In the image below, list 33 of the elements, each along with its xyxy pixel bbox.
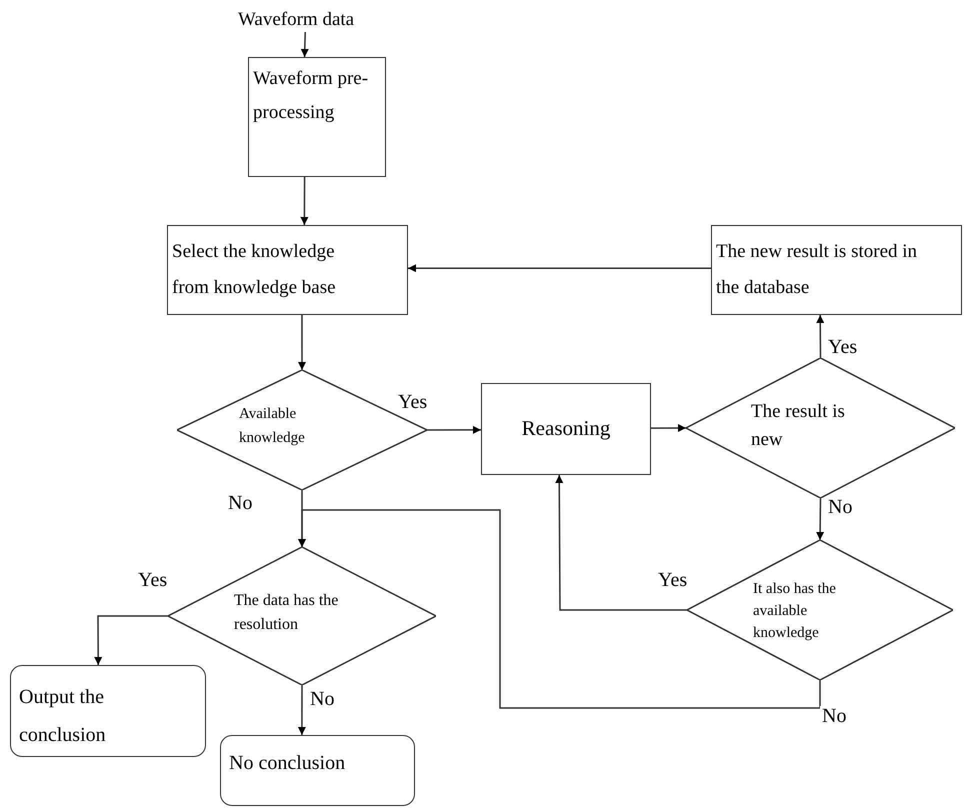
- decision-diamond: [177, 370, 427, 490]
- node-text: Output the conclusion: [19, 685, 107, 748]
- process-box: [248, 57, 386, 177]
- arrow: [427, 426, 481, 434]
- node-text: Select the knowledge from knowledge base: [172, 240, 337, 300]
- arrow: [555, 475, 687, 611]
- terminal-box: [10, 665, 206, 757]
- arrow: [300, 32, 309, 58]
- arrow: [300, 177, 308, 225]
- process-box: [167, 225, 408, 315]
- process-box: [711, 225, 962, 315]
- decision-diamond: [686, 358, 955, 498]
- node-text: The new result is stored in the database: [716, 240, 918, 300]
- node-text: The result is new: [751, 400, 846, 452]
- decision-diamond: [168, 547, 436, 685]
- node-text: The data has the resolution: [234, 591, 340, 635]
- process-box: [481, 383, 651, 475]
- arrow: [298, 685, 306, 735]
- arrow: [816, 498, 824, 540]
- arrow: [94, 615, 168, 665]
- arrow: [298, 315, 306, 370]
- node-text: Reasoning: [522, 415, 610, 442]
- node-text: It also has the available knowledge: [753, 580, 837, 643]
- node-text: Available knowledge: [239, 405, 306, 448]
- node-text: Waveform pre-processing: [253, 67, 370, 125]
- arrow: [298, 509, 821, 709]
- arrow: [408, 264, 711, 272]
- text-label: Waveform data: [238, 6, 378, 32]
- decision-diamond: [687, 540, 953, 680]
- arrow: [651, 424, 686, 432]
- terminal-box: [220, 735, 415, 806]
- arrow: [816, 315, 824, 358]
- node-text: No conclusion: [229, 751, 346, 776]
